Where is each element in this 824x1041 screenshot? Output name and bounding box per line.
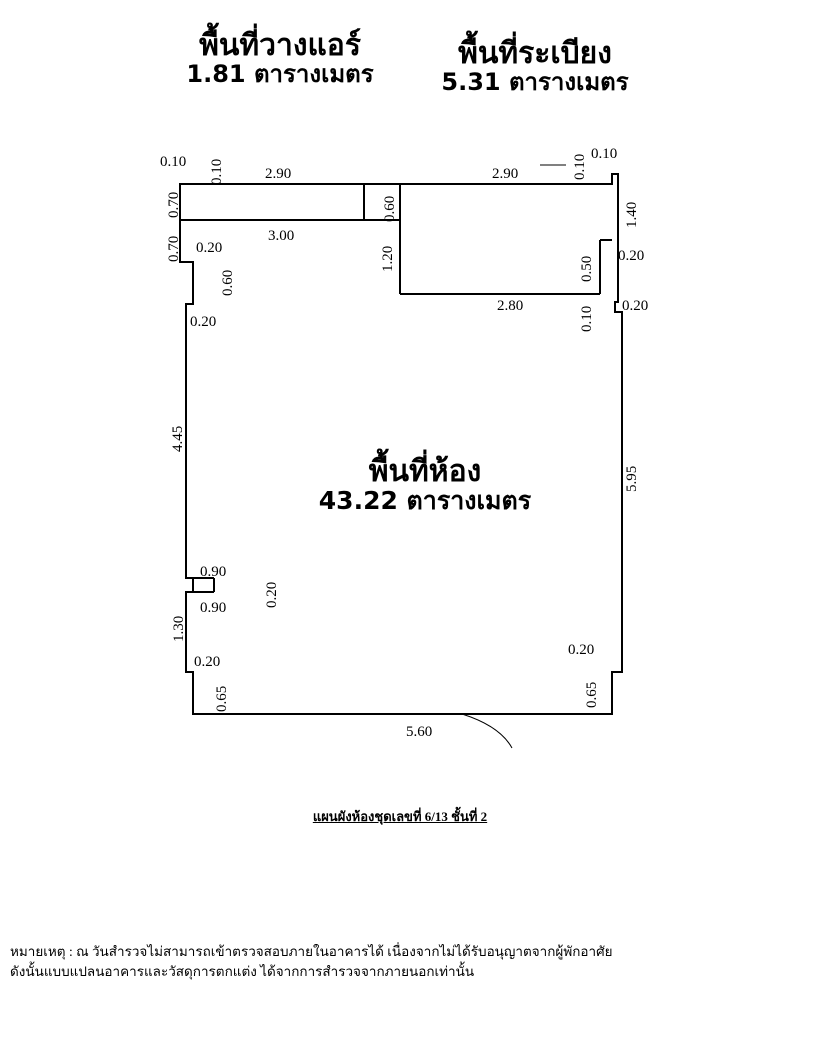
dim-ledge-depth: 1.20 (380, 246, 396, 272)
dim-right-height: 5.95 (624, 466, 640, 492)
door-swing (461, 713, 513, 749)
dim-top-left-corner: 0.10 (160, 154, 186, 170)
aircon-area-name: พื้นที่วางแอร์ (199, 28, 361, 63)
aircon-area-label: พื้นที่วางแอร์ 1.81 ตารางเมตร (150, 30, 410, 87)
dim-top-right-width: 2.90 (492, 166, 518, 182)
dim-right-020-c: 0.20 (568, 642, 594, 658)
dim-left-065: 0.65 (214, 686, 230, 712)
dim-left-130: 1.30 (171, 616, 187, 642)
dim-left-020-d: 0.20 (194, 654, 220, 670)
ledge-area-label: พื้นที่ระเบียง 5.31 ตารางเมตร (410, 38, 660, 95)
ledge-area-name: พื้นที่ระเบียง (458, 36, 612, 71)
dim-top-left-corner-v: 0.10 (209, 159, 225, 185)
aircon-area-value: 1.81 ตารางเมตร (186, 59, 374, 88)
room-area-name: พื้นที่ห้อง (368, 454, 482, 489)
plan-caption: แผนผังห้องชุดเลขที่ 6/13 ชั้นที่ 2 (312, 809, 488, 824)
dim-left-notch-020-a: 0.20 (196, 240, 222, 256)
remark-line-1: หมายเหตุ : ณ วันสำรวจไม่สามารถเข้าตรวจสอ… (10, 944, 613, 959)
dim-right-050: 0.50 (579, 256, 595, 282)
dim-right-065: 0.65 (584, 682, 600, 708)
dim-left-070-a: 0.70 (166, 192, 182, 218)
dim-right-140: 1.40 (624, 202, 640, 228)
dim-ledge-width: 2.80 (497, 298, 523, 314)
dim-top-left-width: 2.90 (265, 166, 291, 182)
plan-walls (179, 164, 623, 749)
dim-left-090-a: 0.90 (200, 564, 226, 580)
floor-plan: 0.10 0.10 2.90 2.90 0.10 0.10 0.70 0.70 … (160, 146, 648, 749)
dim-left-notch-020-b: 0.20 (190, 314, 216, 330)
outer-wall (179, 173, 623, 715)
dim-left-notch-060: 0.60 (220, 270, 236, 296)
dim-top-right-corner: 0.10 (591, 146, 617, 162)
ledge-area-value: 5.31 ตารางเมตร (441, 67, 629, 96)
dim-left-090-b: 0.90 (200, 600, 226, 616)
remark-line-2: ดังนั้นแบบแปลนอาคารและวัสดุการตกแต่ง ได้… (10, 964, 475, 980)
dim-bottom-width: 5.60 (406, 724, 432, 740)
dim-left-070-b: 0.70 (166, 236, 182, 262)
remark-note: หมายเหตุ : ณ วันสำรวจไม่สามารถเข้าตรวจสอ… (10, 942, 810, 983)
dim-right-020-a: 0.20 (618, 248, 644, 264)
dim-left-height: 4.45 (170, 426, 186, 452)
dim-aircon-depth: 0.60 (382, 196, 398, 222)
room-area-value: 43.22 ตารางเมตร (318, 485, 532, 515)
dim-left-020-c: 0.20 (264, 582, 280, 608)
room-area-label: พื้นที่ห้อง 43.22 ตารางเมตร (280, 456, 570, 514)
dim-aircon-width: 3.00 (268, 228, 294, 244)
dim-right-020-b: 0.20 (622, 298, 648, 314)
dim-right-010: 0.10 (579, 306, 595, 332)
dim-top-right-corner-v: 0.10 (572, 154, 588, 180)
